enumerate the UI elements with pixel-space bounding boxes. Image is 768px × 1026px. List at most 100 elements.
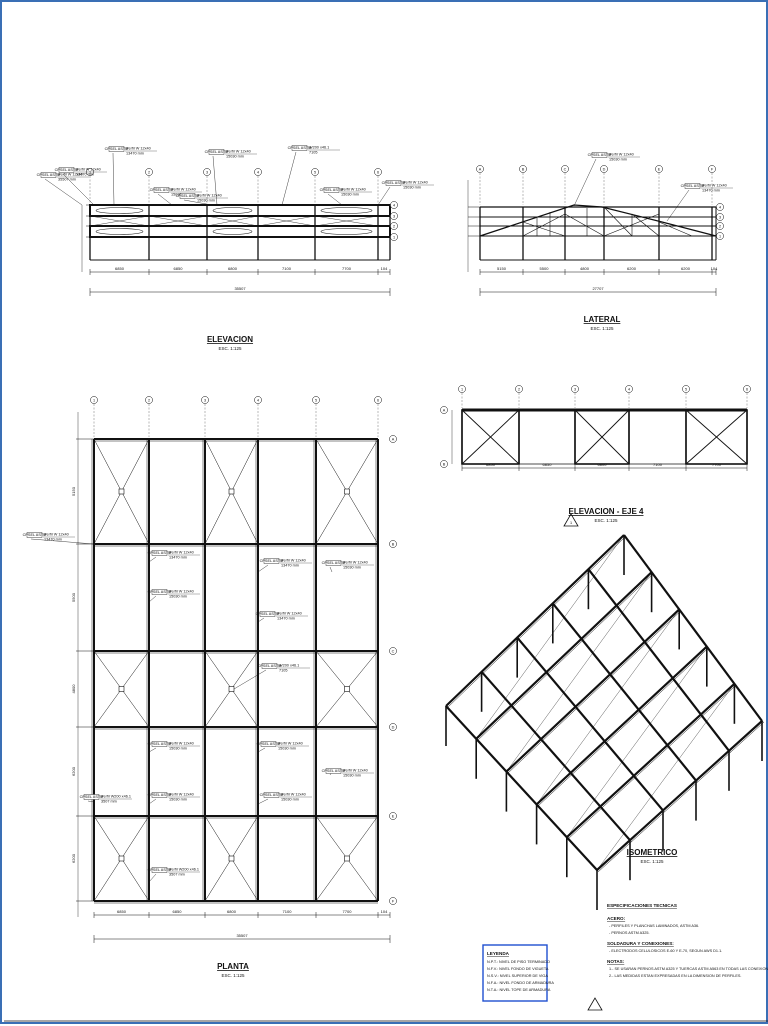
lateral-span-chain-value-1: 5500: [540, 266, 550, 271]
planta-callout-8-leader: [257, 747, 266, 753]
iso-beam-u-5: [596, 720, 763, 871]
isometrico-view: [445, 534, 764, 910]
planta-axis-1-label: 1: [93, 398, 95, 402]
specs-line-0-0: - PERFILES Y PLANCHAS LAMINADOS, ASTM A3…: [609, 924, 699, 928]
planta-callout-10-profile: Perfil W 12x40: [169, 793, 194, 797]
planta-span-chain-value-0: 6850: [117, 909, 127, 914]
lateral-callout-1-tag: CPSEL ASTM: [681, 184, 705, 188]
iso-beam-u-edge-0: [447, 536, 626, 708]
eje-brace-b-2: [685, 409, 748, 465]
planta-bracing: [93, 438, 379, 902]
lateral-web-member-0: [479, 221, 524, 237]
elevacion-callout-top-b-tag: CPSEL ASTM: [205, 150, 229, 154]
elevacion-callout-6-tag: CPSEL ASTM: [288, 146, 312, 150]
elevacion-callout-1-length: 13470 mm: [76, 173, 94, 177]
elevacion-diag-b-1: [148, 215, 208, 227]
planta-callout-6-tag-box: [325, 560, 342, 566]
lateral-level-4-circle: [716, 203, 724, 211]
elevacion-callout-1-leader: [62, 173, 95, 206]
elevacion-callout-4-profile: Perfil W 12x40: [341, 188, 366, 192]
planta-callout-12-tag: CPSEL ASTM: [148, 868, 172, 872]
planta-callout-5-leader: [233, 669, 267, 690]
lateral-scale: ESC. 1:125: [590, 326, 614, 331]
eje-axis-3-circle: [571, 385, 579, 393]
planta-callout-2-length: 13470 mm: [281, 564, 299, 568]
specs-revision-triangle: [587, 997, 603, 1011]
planta-callout-side-tag: CPSEL ASTM: [322, 769, 346, 773]
eje-axis-5-label: 5: [685, 387, 687, 391]
planta-axis-6-label: 6: [377, 398, 379, 402]
elevacion-callout-5-profile: Perfil W 12x40: [403, 181, 428, 185]
lateral-axis-C-circle: [561, 165, 569, 173]
elevacion-callout-0-leader: [44, 178, 83, 206]
lateral-axis-B-label: B: [522, 167, 525, 171]
planta-row-B-circle: [389, 540, 397, 548]
elevacion-callout-6-length: 7105: [309, 151, 317, 155]
planta-brace-plate-7: [228, 855, 235, 862]
planta-callout-1-leader: [148, 556, 157, 563]
planta-callout-3-leader: [148, 595, 157, 603]
lateral-callout-1-profile: Perfil W 12x40: [702, 184, 727, 188]
elevacion-span-chain-value-1: 6850: [174, 266, 184, 271]
elevacion-eje-braced-bays: [461, 409, 748, 465]
planta-callout-11-tag-box: [263, 792, 280, 798]
planta-axis-1-circle: [90, 396, 98, 404]
lateral-callout-0-tag: CPSEL ASTM: [588, 153, 612, 157]
planta-axis-4-label: 4: [257, 398, 259, 402]
elevacion-callout-4-length: 15030 mm: [341, 193, 359, 197]
eje-axis-4-circle: [625, 385, 633, 393]
planta-callout-8-length: 15030 mm: [278, 747, 296, 751]
planta-callout-8-tag: CPSEL ASTM: [257, 742, 281, 746]
elevacion-callout-0-profile: Perfil W 12x40: [58, 173, 83, 177]
lateral-callout-1-tag-box: [684, 183, 701, 189]
elevacion-columns: [89, 205, 391, 260]
eje-span-chain-value-4: 7700: [712, 462, 722, 467]
planta-callout-11-length: 15030 mm: [281, 798, 299, 802]
iso-beam-v-edge-2: [554, 604, 698, 783]
planta-axis-2-label: 2: [148, 398, 150, 402]
planta-brace-plate-5: [344, 686, 350, 692]
eje-braced-bay-0: [461, 409, 520, 465]
planta-brace-plate-4: [228, 686, 235, 692]
elevacion-callout-3-profile: Perfil W 12x40: [197, 194, 222, 198]
planta-callout-4-leader: [257, 617, 265, 623]
planta-row-A-circle: [389, 435, 397, 443]
lateral-callout-0-profile: Perfil W 12x40: [609, 153, 634, 157]
planta-callout-4-tag: CPSEL ASTM: [256, 612, 280, 616]
planta-axis-5-label: 5: [315, 398, 317, 402]
elevacion-axis-6-circle: [374, 168, 382, 176]
iso-brace-0: [476, 534, 625, 739]
eje-span-chain-value-2: 6800: [598, 462, 608, 467]
elevacion-callout-3-leader: [183, 199, 213, 206]
lateral-web-member-2: [522, 213, 566, 237]
planta-brace-plate-3: [118, 686, 125, 692]
planta-callout-7-leader: [148, 747, 157, 753]
planta-callout-10-tag-box: [151, 792, 168, 798]
eje-level-A-circle: [440, 406, 448, 414]
lateral-truss-right-slope: [601, 206, 717, 237]
elevacion-top-brace-2: [212, 207, 253, 214]
elevacion-span-chain-value-5: 104: [381, 266, 388, 271]
planta-callout-0-tag-box: [26, 532, 43, 538]
planta-callout-12-leader: [148, 873, 157, 883]
leyenda-title: LEYENDA: [487, 951, 510, 956]
eje-axis-4-label: 4: [628, 387, 630, 391]
planta-callout-9-tag-box: [83, 794, 100, 800]
planta-callout-9-tag: CPSEL ASTM: [80, 795, 104, 799]
elevacion-axis-3-label: 3: [206, 170, 208, 174]
elevacion-callout-4-leader: [327, 193, 343, 206]
elevacion-callout-top-b-length: 15030 mm: [226, 155, 244, 159]
planta-callout-11-tag: CPSEL ASTM: [260, 793, 284, 797]
lateral-axis-E-label: E: [658, 167, 661, 171]
planta-callout-10-length: 15030 mm: [169, 798, 187, 802]
planta-beam-grid: [91, 438, 379, 904]
planta-callout-5-profile: W200 x46.1: [279, 664, 299, 668]
eje-axis-5-circle: [682, 385, 690, 393]
elevacion-callout-top-b-profile: Perfil W 12x40: [226, 150, 251, 154]
specs-heading-1: SOLDADURA Y CONEXIONES:: [607, 941, 674, 946]
specs-line-1-0: - ELECTRODOS CELULOSICOS E-60 Y E-70, SE…: [609, 949, 722, 953]
